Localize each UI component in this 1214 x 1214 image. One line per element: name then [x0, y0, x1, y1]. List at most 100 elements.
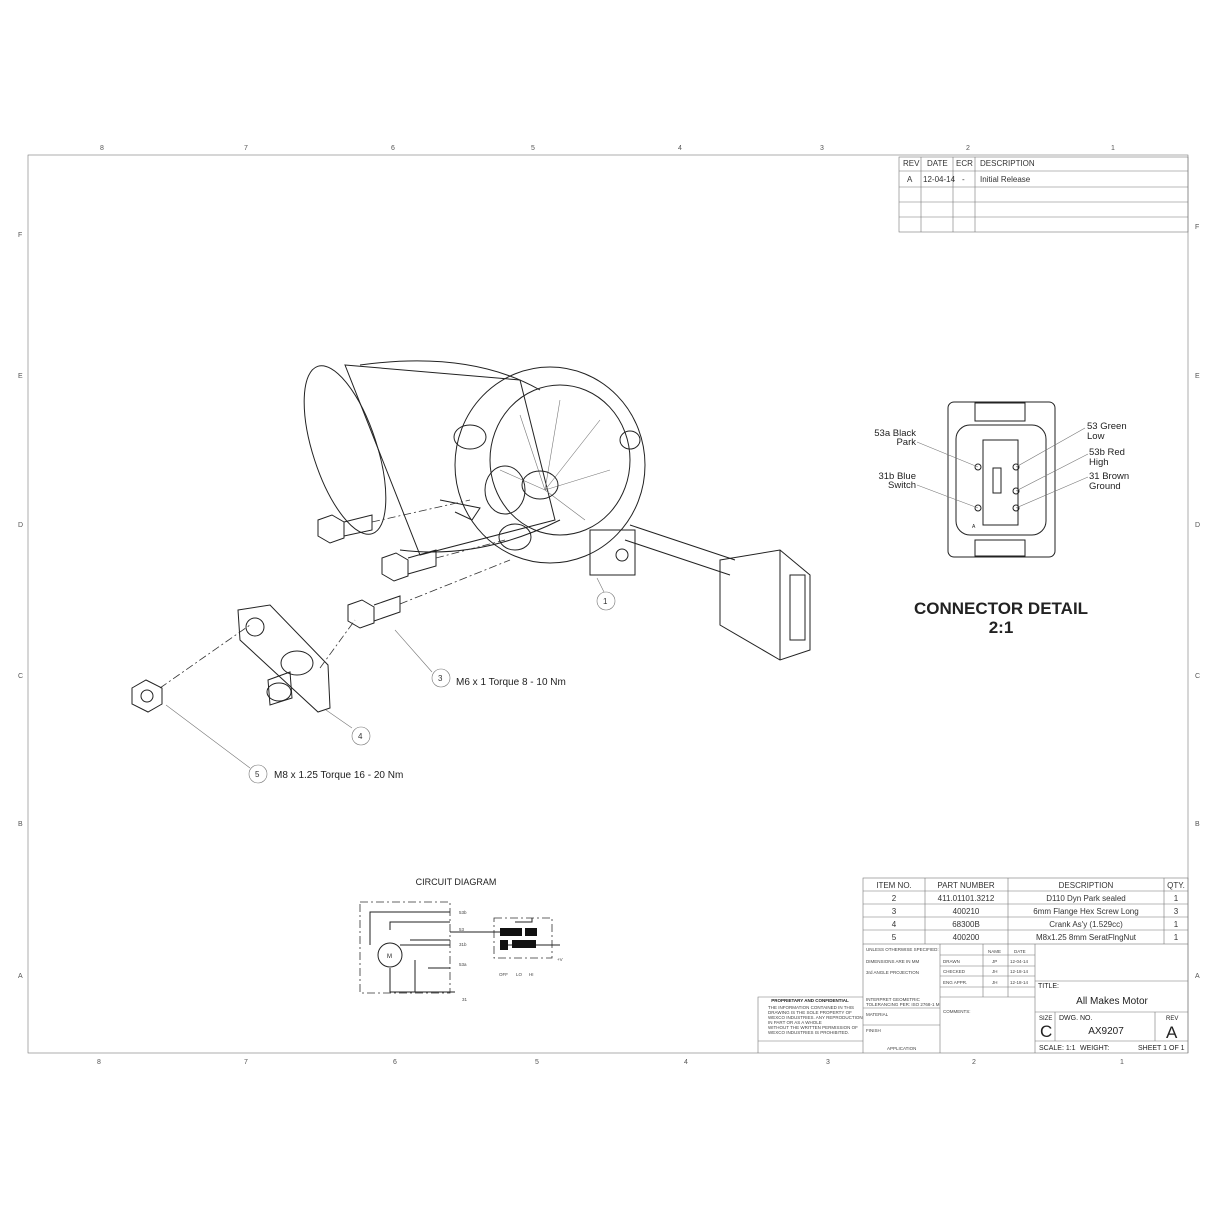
bom-cell: 1	[1174, 894, 1179, 903]
material-label: MATERIAL	[866, 1012, 889, 1017]
bom-cell: M8x1.25 8mm SeratFlngNut	[1036, 933, 1137, 942]
weight-label: WEIGHT:	[1080, 1045, 1109, 1052]
title-label: TITLE:	[1038, 983, 1059, 990]
bom-cell: 3	[892, 907, 897, 916]
balloon-3: 3	[438, 674, 443, 683]
screw	[317, 514, 373, 544]
bom-cell: 4	[892, 920, 897, 929]
zone-col-label: 1	[1120, 1059, 1124, 1066]
torque-note-item-3: M6 x 1 Torque 8 - 10 Nm	[456, 677, 566, 688]
rev-value: A	[907, 175, 913, 184]
description-header: DESCRIPTION	[980, 159, 1035, 168]
interpret-line-2: TOLERANCING PER: ISO 2768-1 M	[866, 1002, 940, 1007]
proprietary-line: WEXCO INDUSTRIES IS PROHIBITED.	[768, 1030, 849, 1035]
supply-plus-v: +V	[557, 957, 563, 962]
drawn-date: 12-04-14	[1010, 959, 1029, 964]
projection-note: 3rd ANGLE PROJECTION	[866, 970, 919, 975]
callout-balloons: 1 3 4 5 M6 x 1 Torque 8 - 10 Nm M8 x 1.2…	[165, 577, 616, 784]
pin-53-label: 53 Green	[1087, 421, 1127, 432]
balloon-5: 5	[255, 770, 260, 779]
finish-label: FINISH	[866, 1028, 881, 1033]
revision-table: REV DATE ECR DESCRIPTION A 12-04-14 - In…	[898, 156, 1189, 233]
eng-appr-date: 12-18-14	[1010, 980, 1029, 985]
rev-ecr: -	[962, 175, 965, 184]
proprietary-line: IN PART OR AS A WHOLE	[768, 1020, 822, 1025]
unless-specified: UNLESS OTHERWISE SPECIFIED:	[866, 947, 939, 952]
pin-53a-function: Park	[896, 437, 916, 448]
title-block: UNLESS OTHERWISE SPECIFIED: DIMENSIONS A…	[757, 944, 1189, 1053]
zone-col-label: 3	[826, 1059, 830, 1066]
date-header: DATE	[1014, 949, 1026, 954]
torque-note-item-5: M8 x 1.25 Torque 16 - 20 Nm	[274, 770, 403, 781]
proprietary-title: PROPRIETARY AND CONFIDENTIAL	[771, 998, 849, 1003]
bom-cell: 2	[892, 894, 897, 903]
scale: SCALE: 1:1	[1039, 1045, 1076, 1052]
pin-a-mark: A	[972, 524, 976, 530]
bom-header: PART NUMBER	[937, 881, 995, 890]
bom-cell: 6mm Flange Hex Screw Long	[1033, 907, 1138, 916]
comments-label: COMMENTS:	[943, 1009, 971, 1014]
bom-cell: 400200	[953, 933, 980, 942]
terminal-31b: 31b	[459, 942, 467, 947]
bom-cell: 68300B	[952, 920, 980, 929]
zone-row-label: E	[1195, 373, 1200, 380]
size-label: SIZE	[1039, 1016, 1052, 1022]
zone-row-label: C	[18, 673, 23, 680]
dimensions-note: DIMENSIONS ARE IN MM	[866, 959, 920, 964]
proprietary-line: WEXCO INDUSTRIES. ANY REPRODUCTION	[768, 1015, 863, 1020]
zone-col-label: 5	[535, 1059, 539, 1066]
zone-row-label: F	[1195, 224, 1199, 231]
eng-appr-name: JH	[992, 980, 998, 985]
zone-row-label: A	[1195, 973, 1200, 980]
ecr-header: ECR	[956, 159, 973, 168]
circuit-diagram: CIRCUIT DIAGRAM M 53b 53 31b 53a 31 OFF …	[359, 877, 563, 1002]
zone-col-label: 2	[972, 1059, 976, 1066]
pin-53b-function: High	[1089, 457, 1109, 468]
sheet-border	[27, 154, 1189, 1054]
zone-row-label: D	[1195, 522, 1200, 529]
zone-row-label: E	[18, 373, 23, 380]
switch-hi: HI	[529, 972, 534, 977]
bom-header: QTY.	[1167, 881, 1185, 890]
terminal-53b: 53b	[459, 910, 467, 915]
bom-cell: D110 Dyn Park sealed	[1046, 894, 1125, 903]
sheet-size: C	[1040, 1022, 1052, 1041]
zone-row-label: F	[18, 232, 22, 239]
zone-row-label: C	[1195, 673, 1200, 680]
zone-row-label: A	[18, 973, 23, 980]
balloon-4: 4	[358, 732, 363, 741]
zone-col-label: 1	[1111, 145, 1115, 152]
zone-col-label: 7	[244, 1059, 248, 1066]
bom-header: ITEM NO.	[876, 881, 912, 890]
bom-cell: 400210	[953, 907, 980, 916]
proprietary-line: WITHOUT THE WRITTEN PERMISSION OF	[768, 1025, 858, 1030]
drawing-number: AX9207	[1088, 1026, 1124, 1037]
bom-cell: 1	[1174, 920, 1179, 929]
pin-53-function: Low	[1087, 431, 1105, 442]
checked-name: JH	[992, 969, 998, 974]
zone-col-label: 2	[966, 145, 970, 152]
terminal-53a: 53a	[459, 962, 467, 967]
zone-col-label: 4	[684, 1059, 688, 1066]
bom-cell: 3	[1174, 907, 1179, 916]
zone-col-label: 4	[678, 145, 682, 152]
rev-label: REV	[1166, 1016, 1178, 1022]
switch-off: OFF	[499, 972, 508, 977]
zone-row-label: B	[18, 821, 23, 828]
pin-53a-label: 53a Black	[874, 428, 916, 439]
rev-date: 12-04-14	[923, 175, 956, 184]
motor-assembly-drawing	[131, 360, 811, 713]
connector-detail-scale: 2:1	[989, 618, 1014, 637]
switch-lo: LO	[516, 972, 523, 977]
pin-31-function: Ground	[1089, 481, 1121, 492]
pin-53b-label: 53b Red	[1089, 447, 1125, 458]
interpret-line-1: INTERPRET GEOMETRIC	[866, 997, 921, 1002]
connector-detail-title: CONNECTOR DETAIL	[914, 599, 1088, 618]
checked-date: 12-18-14	[1010, 969, 1029, 974]
proprietary-line: DRAWING IS THE SOLE PROPERTY OF	[768, 1010, 852, 1015]
drawing-title: All Makes Motor	[1076, 996, 1148, 1007]
checked-label: CHECKED	[943, 969, 966, 974]
motor-symbol-label: M	[387, 954, 392, 960]
